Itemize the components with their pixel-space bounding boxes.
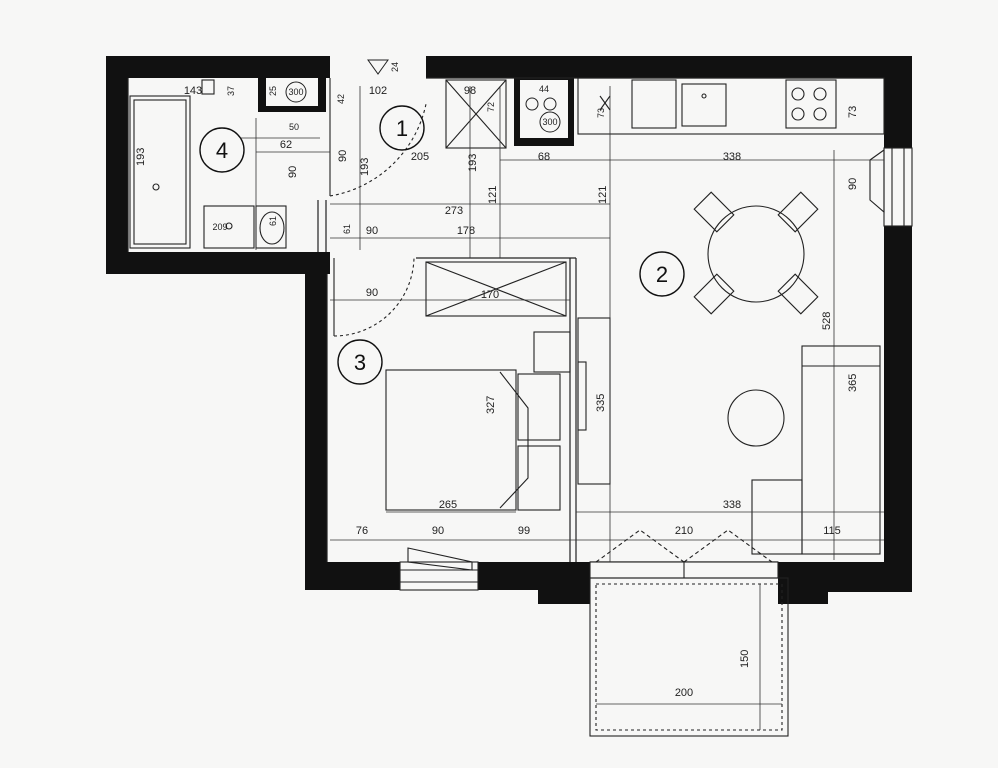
dim-label: 193 (359, 158, 371, 176)
kitchen-counter (577, 77, 885, 135)
dim-label: 90 (366, 225, 378, 237)
dim-label: 327 (485, 396, 497, 414)
dim-label: 300 (542, 117, 557, 127)
dim-label: 62 (280, 139, 292, 151)
balcony (589, 577, 789, 737)
dim-label: 73 (847, 106, 859, 118)
bathtub (129, 95, 191, 249)
dimension-lines (240, 86, 884, 730)
dim-label: 72 (486, 102, 496, 112)
fridge (631, 79, 677, 129)
window-right (869, 147, 913, 227)
dim-label: 121 (597, 186, 609, 204)
wardrobe (445, 79, 507, 149)
dim-label: 300 (288, 87, 303, 97)
dim-label: 209 (212, 222, 227, 232)
dim-label: 121 (487, 186, 499, 204)
dim-label: 102 (369, 85, 387, 97)
dim-label: 528 (821, 312, 833, 330)
bed (385, 331, 571, 511)
washbasin (203, 205, 255, 249)
vent-icon (539, 111, 561, 133)
room-labels: 1 2 3 4 (199, 105, 685, 385)
dim-label: 37 (226, 86, 236, 96)
dim-label: 24 (390, 62, 400, 72)
bathroom-fixtures (129, 79, 287, 249)
dim-label: 68 (538, 151, 550, 163)
dim-label: 50 (289, 122, 299, 132)
dim-label: 193 (135, 148, 147, 166)
dim-label: 178 (457, 225, 475, 237)
dim-label: 273 (445, 205, 463, 217)
dim-label: 338 (723, 499, 741, 511)
dim-label: 90 (287, 166, 299, 178)
dim-label: 44 (539, 84, 549, 94)
dim-label: 90 (366, 287, 378, 299)
dim-label: 61 (342, 224, 352, 234)
sink-icon (681, 83, 727, 127)
cooktop-icon (785, 79, 837, 129)
dim-label: 42 (336, 94, 346, 104)
dim-label: 265 (439, 499, 457, 511)
room-number-3: 3 (354, 350, 366, 375)
window-bedroom (399, 547, 479, 591)
entrance-door[interactable] (329, 78, 427, 197)
dim-label: 99 (518, 525, 530, 537)
dim-label: 90 (847, 178, 859, 190)
vent-icon (285, 81, 307, 103)
coffee-table (727, 389, 785, 447)
bedroom-door[interactable] (333, 257, 415, 337)
dim-label: 73 (596, 108, 606, 118)
dim-label: 98 (464, 85, 476, 97)
dimension-labels: 143 37 24 102 98 72 44 300 300 25 42 50 … (135, 62, 859, 699)
wardrobe-bedroom (425, 261, 567, 317)
dim-label: 90 (337, 150, 349, 162)
sofa (751, 345, 881, 555)
entrance-arrow-icon (367, 59, 389, 75)
dim-label: 143 (184, 85, 202, 97)
dim-label: 193 (467, 154, 479, 172)
dim-label: 170 (481, 289, 499, 301)
room-number-4: 4 (216, 138, 228, 163)
dim-label: 205 (411, 151, 429, 163)
vent-icon (543, 97, 557, 111)
dim-label: 115 (823, 525, 841, 537)
dim-label: 25 (268, 86, 278, 96)
dining-set (693, 191, 819, 315)
dim-label: 338 (723, 151, 741, 163)
dim-label: 335 (595, 394, 607, 412)
dim-label: 200 (675, 687, 693, 699)
dim-label: 365 (847, 374, 859, 392)
dim-label: 150 (739, 650, 751, 668)
dim-label: 90 (432, 525, 444, 537)
dim-label: 76 (356, 525, 368, 537)
dim-label: 210 (675, 525, 693, 537)
room-number-2: 2 (656, 262, 668, 287)
vent-icon (525, 97, 539, 111)
room-number-1: 1 (396, 116, 408, 141)
dim-label: 61 (268, 216, 278, 226)
